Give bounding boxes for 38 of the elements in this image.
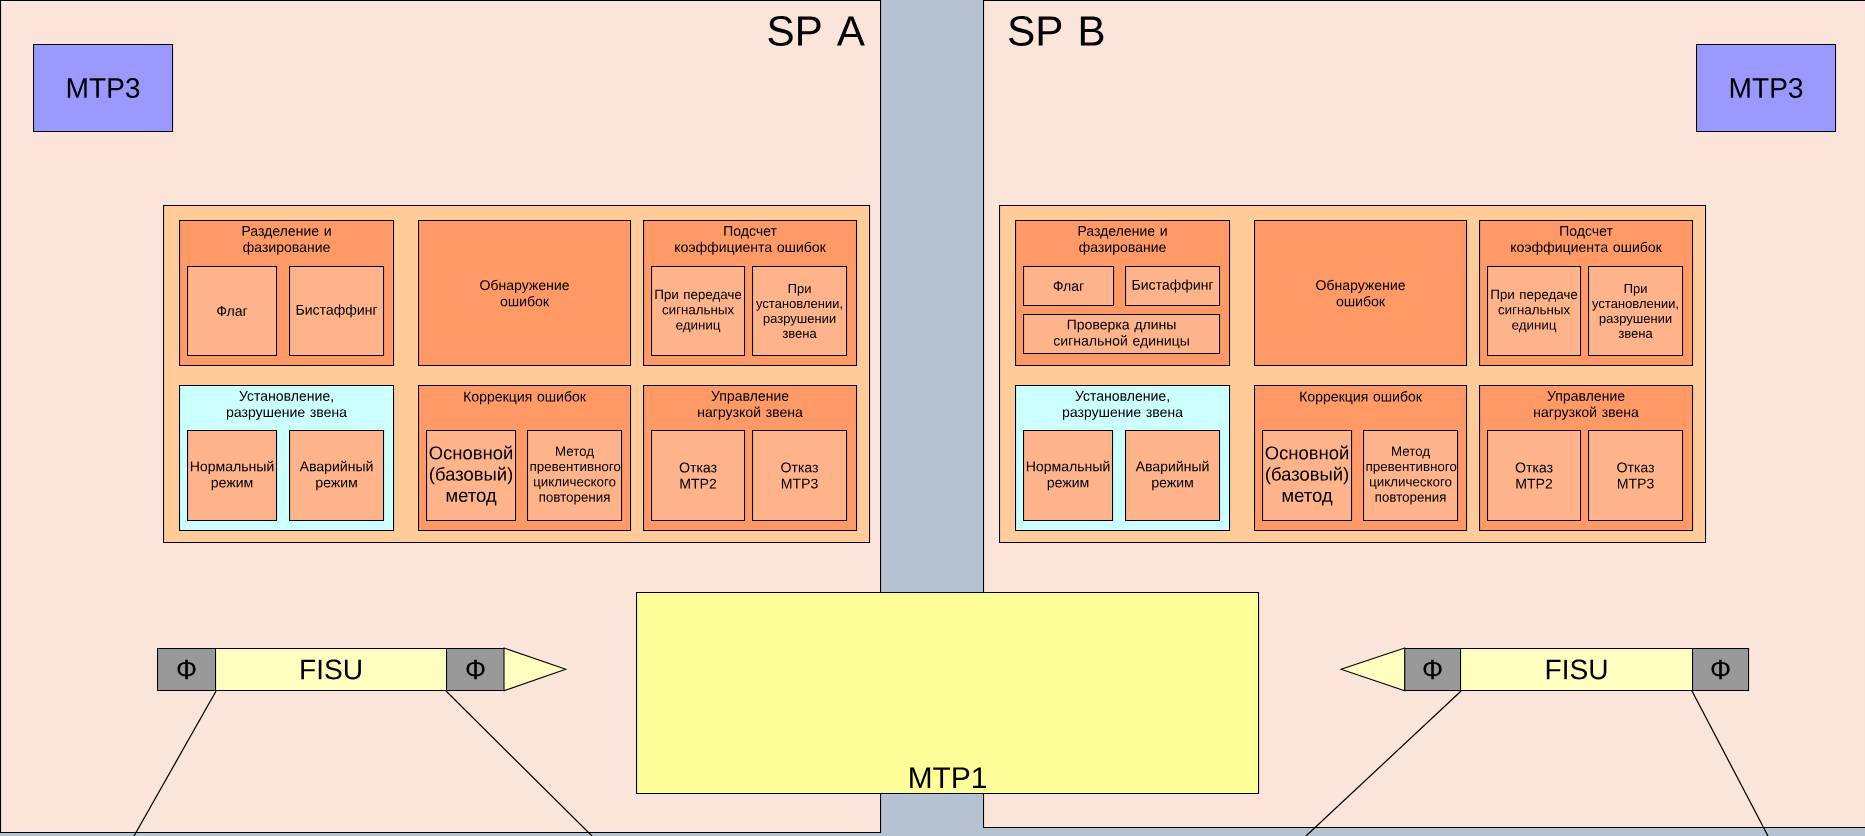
layer-box: MTP1 <box>636 592 1260 795</box>
function-box: При установлении, разрушении звена <box>1588 266 1684 357</box>
function-box: Отказ MTP2 <box>651 430 746 522</box>
line <box>445 690 593 836</box>
signal-unit-field: FISU <box>1460 648 1694 692</box>
function-box: Отказ MTP3 <box>752 430 848 522</box>
function-box: Метод превентивного циклического повторения <box>527 430 623 522</box>
signal-unit-field: FISU <box>215 648 448 692</box>
function-box: Бистаффинг <box>1125 266 1221 307</box>
function-box: Проверка длины сигнальной единицы <box>1023 314 1221 355</box>
flag-field: Ф <box>1404 648 1462 692</box>
line <box>133 690 217 836</box>
direction-arrow <box>1339 647 1406 692</box>
line <box>1305 690 1462 836</box>
layer-box: MTP3 <box>1696 44 1837 133</box>
function-box: При передаче сигнальных единиц <box>651 266 746 357</box>
function-box: Обнаружение ошибок <box>418 220 632 367</box>
function-box: При передаче сигнальных единиц <box>1487 266 1582 357</box>
layer-box: MTP3 <box>33 44 174 133</box>
function-box: Нормальный режим <box>1023 430 1114 522</box>
function-box: Флаг <box>187 266 278 357</box>
function-box: Бистаффинг <box>289 266 385 357</box>
flag-field: Ф <box>157 648 217 692</box>
function-box: Основной (базовый) метод <box>1262 430 1353 522</box>
flag-field: Ф <box>446 648 506 692</box>
function-box: Основной (базовый) метод <box>426 430 517 522</box>
function-box: Метод превентивного циклического повторения <box>1363 430 1459 522</box>
function-box: Аварийный режим <box>289 430 385 522</box>
function-box: При установлении, разрушении звена <box>752 266 848 357</box>
function-box: Флаг <box>1023 266 1115 307</box>
function-box: Отказ MTP3 <box>1588 430 1684 522</box>
function-box: Аварийный режим <box>1125 430 1221 522</box>
direction-arrow <box>503 647 568 692</box>
flag-field: Ф <box>1692 648 1750 692</box>
function-box: Обнаружение ошибок <box>1254 220 1468 367</box>
function-box: Отказ MTP2 <box>1487 430 1582 522</box>
function-box: Нормальный режим <box>187 430 278 522</box>
line <box>1691 690 1769 836</box>
